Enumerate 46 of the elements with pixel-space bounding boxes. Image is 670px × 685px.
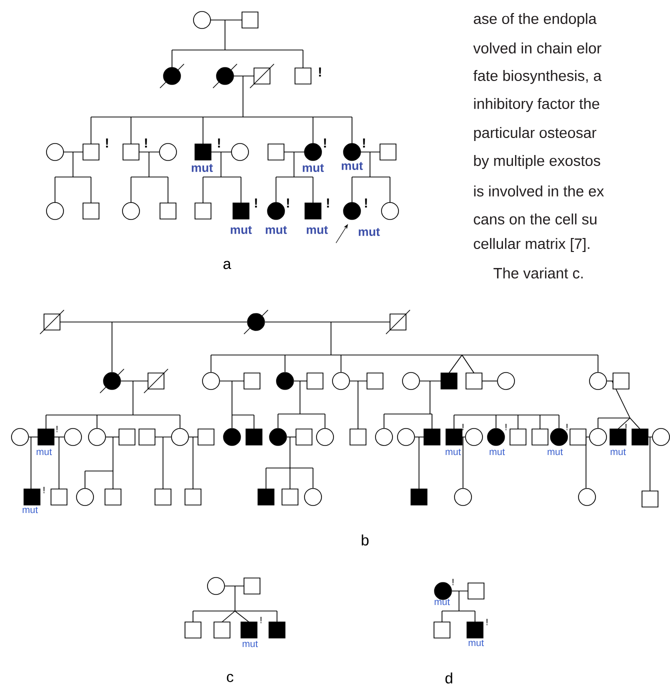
mutation-label: mut bbox=[610, 448, 626, 456]
mutation-label: mut bbox=[192, 164, 213, 172]
mutation-label: mut bbox=[342, 162, 363, 170]
exclamation-mark: ! bbox=[452, 578, 454, 586]
panel-letter: b bbox=[362, 534, 369, 546]
exclamation-mark: ! bbox=[566, 424, 568, 430]
mutation-label: mut bbox=[434, 598, 450, 606]
exclamation-mark: ! bbox=[56, 426, 58, 432]
mutation-label: mut bbox=[358, 228, 380, 236]
body-text-line: is involved in the ex bbox=[474, 186, 604, 196]
mutation-label: mut bbox=[306, 226, 328, 234]
exclamation-mark: ! bbox=[319, 68, 321, 76]
mutation-label: mut bbox=[468, 640, 484, 646]
mutation-label: mut bbox=[548, 448, 563, 456]
mutation-label: mut bbox=[36, 448, 52, 456]
exclamation-mark: ! bbox=[218, 138, 220, 148]
body-text-line: by multiple exostos bbox=[474, 155, 600, 169]
mutation-label: mut bbox=[490, 448, 505, 456]
exclamation-mark: ! bbox=[287, 198, 289, 208]
body-text-line: fate biosynthesis, a bbox=[473, 70, 602, 84]
mutation-label: mut bbox=[242, 640, 258, 648]
body-text-line: volved in chain elor bbox=[473, 42, 602, 54]
panel-letter: a bbox=[223, 260, 232, 270]
exclamation-mark: ! bbox=[106, 138, 108, 148]
mutation-label: mut bbox=[446, 448, 461, 456]
body-text-line: particular osteosar bbox=[474, 127, 596, 141]
body-text-line: cellular matrix [7]. bbox=[474, 238, 590, 252]
body-text-line: inhibitory factor the bbox=[474, 98, 600, 112]
exclamation-mark: ! bbox=[145, 138, 147, 148]
exclamation-mark: ! bbox=[363, 138, 365, 148]
body-text-line: The variant c. bbox=[494, 268, 583, 278]
mutation-label: mut bbox=[302, 164, 324, 172]
exclamation-mark: ! bbox=[486, 618, 488, 626]
exclamation-mark: ! bbox=[365, 198, 367, 208]
mutation-label: mut bbox=[266, 226, 287, 234]
exclamation-mark: ! bbox=[255, 198, 257, 208]
mutation-label: mut bbox=[230, 226, 252, 234]
body-text-line: cans on the cell su bbox=[474, 214, 596, 224]
panel-letter: d bbox=[445, 672, 452, 684]
exclamation-mark: ! bbox=[324, 138, 326, 148]
panel-letter: c bbox=[226, 674, 234, 682]
mutation-label: mut bbox=[22, 506, 38, 514]
body-text-line: ase of the endopla bbox=[474, 13, 597, 27]
exclamation-mark: ! bbox=[462, 424, 464, 430]
exclamation-mark: ! bbox=[327, 198, 329, 208]
exclamation-mark: ! bbox=[260, 616, 262, 624]
